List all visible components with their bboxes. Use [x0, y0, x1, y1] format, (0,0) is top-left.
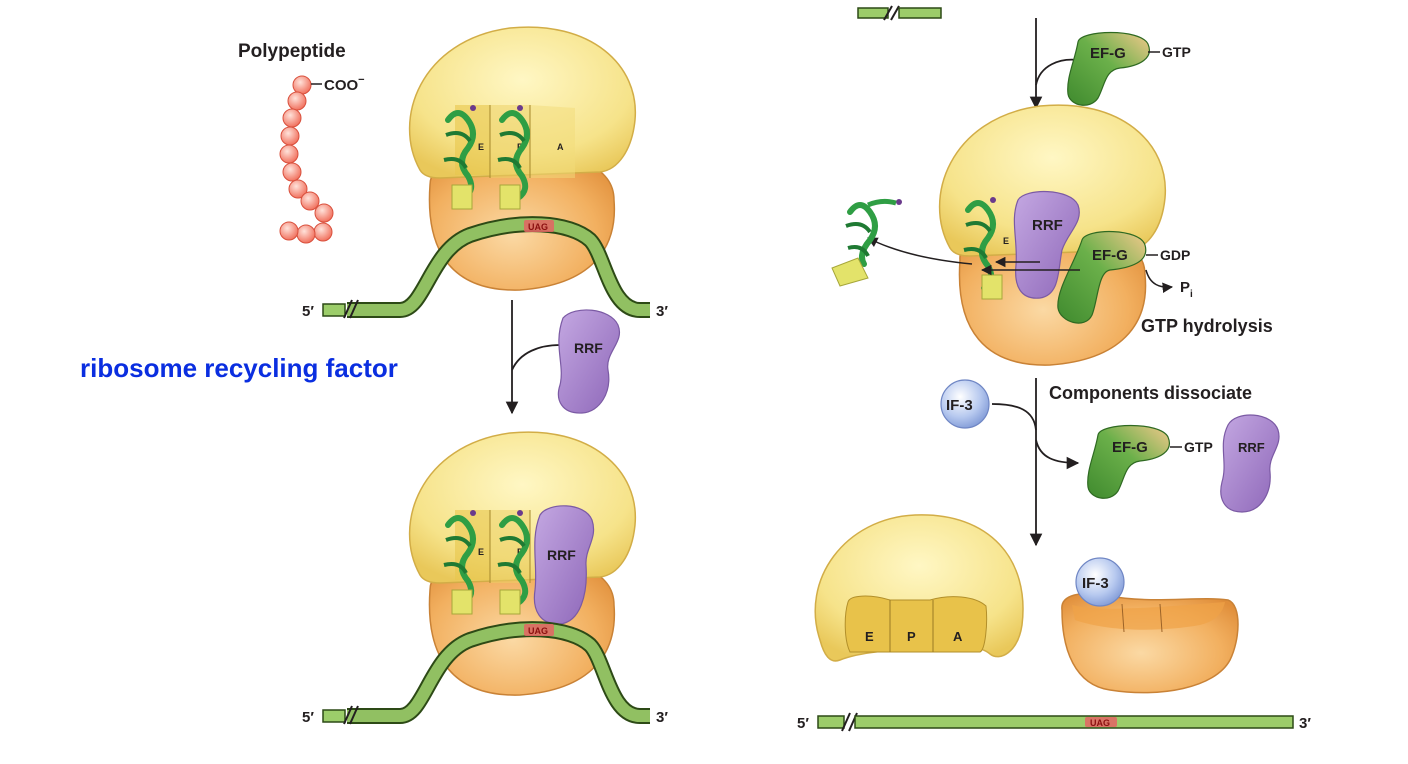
rrf-label-bound: RRF	[547, 547, 576, 563]
rrf-label-free: RRF	[574, 340, 603, 356]
panel-rrf-bound-ribosome: E P RRF UAG 5′ 3′	[302, 431, 668, 726]
trna-ejected	[831, 198, 902, 287]
stop-codon-box	[1085, 717, 1117, 727]
stop-codon-box	[524, 624, 554, 636]
site-e-label: E	[865, 629, 874, 644]
panel-dissociated-subunits: E P A IF-3 UAG 5′ 3′	[797, 514, 1311, 732]
site-pockets-free	[844, 595, 988, 653]
a-site-pocket	[530, 105, 575, 178]
site-a-label: A	[557, 142, 564, 152]
efg-label: EF-G	[1112, 439, 1148, 456]
rrf-protein-released	[1220, 414, 1280, 513]
gtp-label: GTP	[1162, 44, 1191, 60]
site-e-label: E	[478, 547, 484, 557]
rrf-label-released: RRF	[1238, 440, 1265, 455]
carboxyl-label: COO−	[324, 74, 365, 94]
gdp-label: GDP	[1160, 247, 1190, 263]
trna-p-site	[497, 105, 530, 210]
coo-charge: −	[358, 74, 364, 86]
mrna-free: UAG 5′ 3′	[797, 712, 1311, 732]
efg-gtp-protein	[1067, 31, 1150, 106]
five-prime-label: 5′	[797, 715, 809, 732]
stop-codon-box	[524, 220, 554, 232]
rrf-protein-free	[557, 309, 621, 414]
rrf-protein-bound	[1013, 190, 1080, 299]
if3-factor-free	[940, 379, 990, 429]
if3-factor-bound	[1075, 557, 1125, 607]
pi-subscript: i	[1190, 289, 1193, 300]
components-dissociate-label: Components dissociate	[1049, 383, 1252, 403]
site-e-label: E	[1003, 236, 1009, 246]
three-prime-label: 3′	[656, 709, 668, 726]
polypeptide-chain	[279, 75, 334, 244]
trna-e-site	[443, 510, 476, 615]
gtp-label: GTP	[1184, 439, 1213, 455]
stop-codon-label: UAG	[528, 626, 548, 636]
mrna-5-end	[322, 303, 346, 317]
efg-label: EF-G	[1090, 45, 1126, 62]
panel-terminating-ribosome: Polypeptide COO− E P A	[238, 26, 668, 320]
efg-gdp-protein	[1057, 231, 1147, 324]
mrna-stub-top	[857, 5, 942, 21]
if3-label-bound: IF-3	[1082, 575, 1109, 592]
five-prime-label: 5′	[302, 709, 314, 726]
pi-text: P	[1180, 279, 1190, 296]
rrf-name-label: ribosome recycling factor	[80, 353, 398, 383]
step-rrf-binding: RRF ribosome recycling factor	[80, 300, 621, 415]
three-prime-label: 3′	[656, 303, 668, 320]
polypeptide-label: Polypeptide	[238, 41, 346, 62]
site-p-label: P	[907, 629, 916, 644]
site-a-label: A	[953, 629, 963, 644]
mrna-5-end	[322, 709, 346, 723]
stop-codon-label: UAG	[528, 222, 548, 232]
coo-text: COO	[324, 77, 359, 94]
gtp-hydrolysis-label: GTP hydrolysis	[1141, 316, 1273, 336]
step-dissociation: IF-3 Components dissociate EF-G GTP RRF	[940, 378, 1280, 547]
five-prime-label: 5′	[302, 303, 314, 320]
if3-label-free: IF-3	[946, 397, 973, 414]
efg-label: EF-G	[1092, 247, 1128, 264]
large-subunit	[938, 104, 1167, 257]
rrf-protein-bound	[533, 505, 595, 625]
pi-label: Pi	[1180, 279, 1193, 300]
rrf-label-bound: RRF	[1032, 217, 1063, 234]
trna-e-site	[443, 105, 476, 210]
site-e-label: E	[478, 142, 484, 152]
step-efg-binding: EF-G GTP	[1029, 18, 1191, 110]
trna-p-site	[497, 510, 530, 615]
three-prime-label: 3′	[1299, 715, 1311, 732]
efg-gtp-released	[1087, 424, 1170, 499]
stop-codon-label: UAG	[1090, 718, 1110, 728]
rrf-join-curve	[511, 344, 561, 371]
panel-efg-bound-ribosome: E RRF EF-G GDP Pi GTP hydrolysis	[831, 104, 1273, 366]
